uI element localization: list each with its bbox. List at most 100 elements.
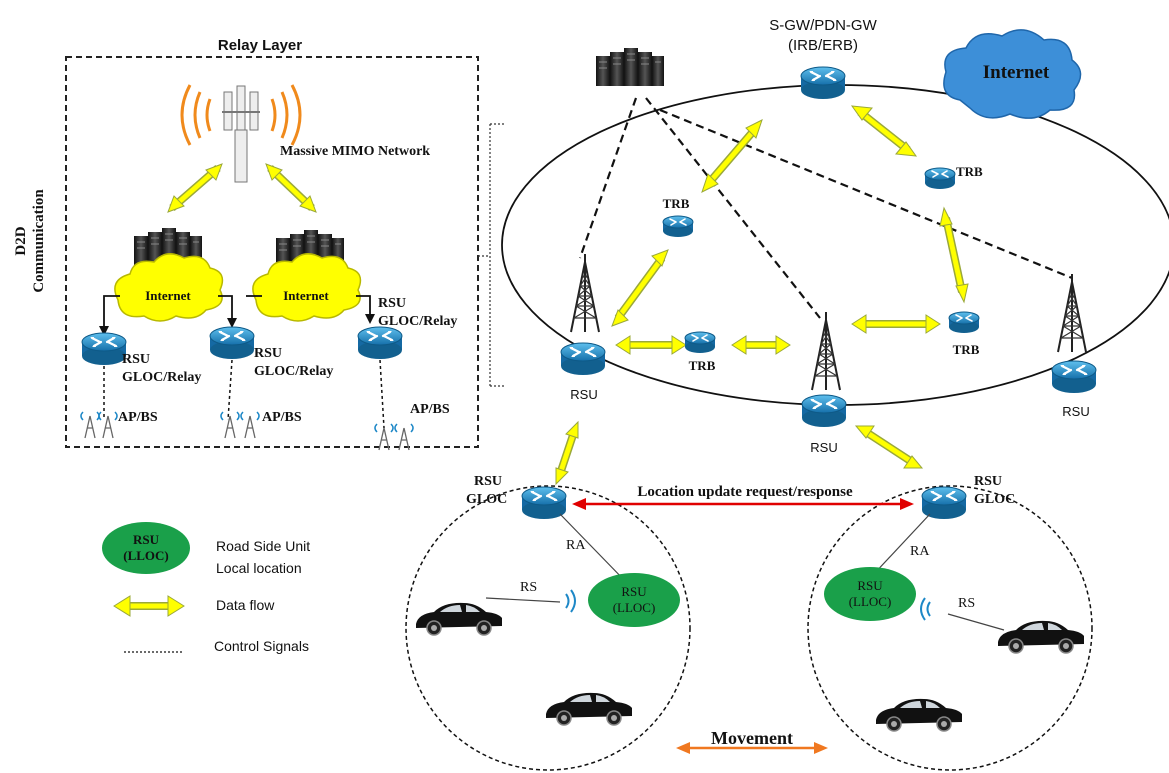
trb-label: TRB — [662, 196, 690, 211]
data-flow-arrow — [939, 206, 969, 304]
rsu-label: RSU — [254, 346, 283, 361]
gloc-router-icon — [920, 485, 968, 521]
access-point-icon — [98, 411, 118, 439]
data-flow-arrow — [615, 335, 687, 355]
rsu-label: RSU — [570, 387, 598, 402]
router-icon — [924, 167, 956, 190]
access-point-icon — [240, 411, 260, 439]
rsu-label: RSU — [810, 440, 838, 455]
relay-layer-box — [65, 56, 479, 448]
location-update-arrow — [572, 498, 914, 510]
legend-data-flow-arrow — [113, 595, 185, 617]
gateway-router-icon — [799, 65, 847, 101]
data-flow-arrow — [851, 314, 941, 334]
lloc-label: RSU — [621, 584, 647, 599]
data-flow-arrow — [167, 163, 223, 213]
data-flow-arrow — [850, 105, 918, 157]
legend-lloc-desc-line2: Local location — [216, 560, 302, 576]
gloc-label: RSU — [474, 474, 503, 489]
relay-layer-title: Relay Layer — [217, 37, 303, 54]
mimo-antenna-icon — [180, 84, 302, 183]
access-point-icon — [80, 411, 100, 439]
legend-lloc-label: RSU — [132, 532, 160, 547]
movement-label: Movement — [711, 728, 793, 748]
data-flow-arrow — [701, 119, 763, 193]
internet-cloud-icon — [114, 253, 224, 322]
coverage-area-right — [807, 485, 1093, 771]
cell-tower-icon — [570, 253, 600, 333]
router-icon — [948, 311, 980, 334]
lloc-unit-left — [588, 573, 680, 627]
trb-label: TRB — [688, 358, 716, 373]
d2d-label-line2: Communication — [31, 189, 47, 293]
ap-bs-label: AP/BS — [118, 410, 158, 425]
ra-label: RA — [910, 544, 930, 559]
car-icon — [875, 698, 963, 732]
trb-label: TRB — [956, 164, 983, 179]
gloc-label: RSU — [974, 474, 1003, 489]
lloc-role-label: (LLOC) — [612, 600, 656, 615]
rs-label: RS — [958, 596, 976, 611]
control-signal-lines — [578, 97, 1073, 319]
internet-label: Internet — [982, 62, 1050, 83]
legend-control-signals-label: Control Signals — [214, 638, 309, 654]
car-icon — [545, 692, 633, 726]
rsu-label: RSU — [122, 352, 151, 367]
ap-bs-label: AP/BS — [410, 402, 450, 417]
rs-label: RS — [520, 580, 538, 595]
trb-label: TRB — [952, 342, 980, 357]
legend-lloc-role-label: (LLOC) — [123, 548, 169, 563]
coverage-area-left — [405, 485, 691, 771]
data-flow-arrow — [555, 420, 579, 486]
lloc-label: RSU — [857, 578, 883, 593]
cell-tower-icon — [811, 311, 841, 391]
car-icon — [997, 620, 1085, 654]
ra-label: RA — [566, 538, 586, 553]
gloc-router-icon — [520, 485, 568, 521]
mimo-label: Massive MIMO Network — [280, 144, 431, 159]
legend-lloc-desc: Road Side Unit — [216, 538, 311, 554]
movement-arrow — [676, 742, 828, 754]
router-icon — [800, 393, 848, 429]
gloc-role-label: GLOC — [466, 492, 508, 507]
lloc-role-label: (LLOC) — [848, 594, 892, 609]
d2d-label: D2D Communication — [12, 166, 48, 316]
access-point-icon — [220, 411, 240, 439]
cell-tower-icon — [1057, 273, 1087, 353]
data-flow-arrow — [265, 163, 317, 213]
router-icon — [80, 331, 128, 367]
wireless-signal-icon — [920, 597, 931, 621]
rsu-label: RSU — [378, 296, 407, 311]
car-icon — [415, 602, 503, 636]
rsu-label: RSU — [1062, 404, 1090, 419]
data-flow-arrow — [731, 335, 791, 355]
router-icon — [1050, 359, 1098, 395]
wireless-signal-icon — [565, 589, 576, 613]
ap-bs-label: AP/BS — [262, 410, 302, 425]
gloc-role-label: GLOC — [974, 492, 1016, 507]
router-icon — [684, 331, 716, 354]
router-icon — [559, 341, 607, 377]
data-flow-arrow — [611, 249, 669, 327]
rsu-role-label: GLOC/Relay — [378, 314, 458, 329]
location-update-label: Location update request/response — [637, 484, 853, 500]
rsu-role-label: GLOC/Relay — [254, 364, 334, 379]
server-rack-icon — [595, 47, 665, 87]
cloud-label: Internet — [283, 288, 329, 303]
gateway-role-label: (IRB/ERB) — [787, 37, 859, 54]
data-flow-arrow — [854, 425, 924, 469]
legend-lloc-symbol — [102, 522, 190, 574]
cloud-label: Internet — [145, 288, 191, 303]
legend-data-flow-label: Data flow — [216, 597, 275, 613]
router-icon — [208, 325, 256, 361]
rsu-role-label: GLOC/Relay — [122, 370, 202, 385]
d2d-label-line1: D2D — [13, 226, 29, 256]
router-icon — [356, 325, 404, 361]
internet-cloud-icon — [252, 253, 362, 322]
router-icon — [662, 215, 694, 238]
internet-cloud-icon — [943, 29, 1082, 119]
gateway-label: S-GW/PDN-GW — [769, 17, 877, 34]
d2d-bracket — [478, 123, 504, 387]
lloc-unit-right — [824, 567, 916, 621]
